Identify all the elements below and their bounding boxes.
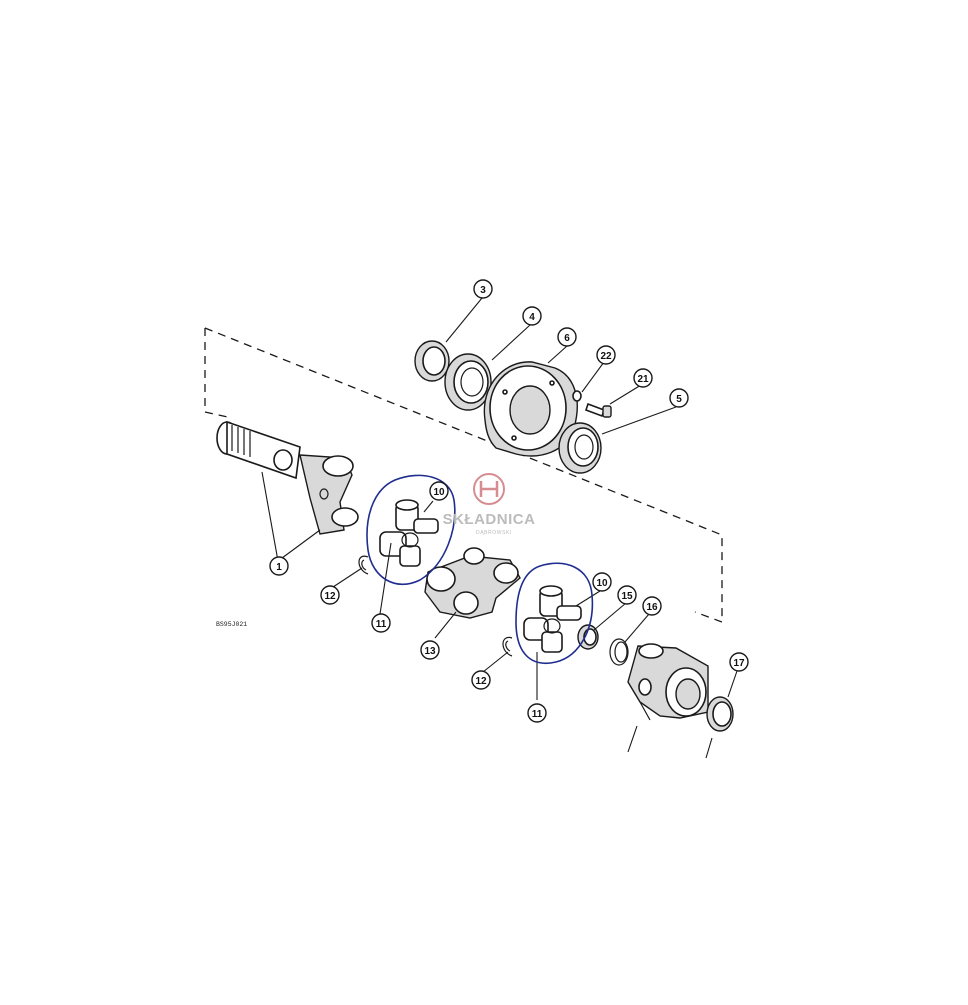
circlip-part-12-lower (502, 636, 513, 657)
callout-3-label: 3 (480, 285, 486, 296)
callout-10-upper: 10 (429, 481, 449, 501)
center-yoke-part-13 (424, 547, 521, 619)
callout-3: 3 (473, 279, 493, 299)
callout-10-lower: 10 (592, 572, 612, 592)
bolt-part-21 (584, 402, 612, 418)
callout-15-label: 15 (621, 591, 633, 602)
callout-17-label: 17 (733, 658, 745, 669)
watermark-brand-name: SKŁADNICA (443, 511, 536, 528)
circlip-part-12-upper (358, 555, 369, 575)
callout-6-label: 6 (564, 333, 570, 344)
watermark-logo (473, 473, 505, 505)
assembly-outline-dashed (204, 327, 723, 623)
callout-1-label: 1 (276, 562, 282, 573)
drawing-code: BS95J021 (216, 621, 247, 628)
callout-13-label: 13 (424, 646, 436, 657)
callout-11-lower: 11 (527, 703, 547, 723)
callout-22-label: 22 (600, 351, 612, 362)
callout-22: 22 (596, 345, 616, 365)
callout-11-lower-label: 11 (532, 709, 543, 720)
highlight-circle-right (515, 562, 594, 664)
callout-6: 6 (557, 327, 577, 347)
callout-11-upper: 11 (371, 613, 391, 633)
output-yoke (627, 643, 709, 721)
shaft-yoke-part-1 (216, 420, 359, 535)
callout-21: 21 (633, 368, 653, 388)
callout-10-lower-label: 10 (596, 578, 608, 589)
callout-12-lower: 12 (471, 670, 491, 690)
callout-21-label: 21 (637, 374, 649, 385)
callout-4: 4 (522, 306, 542, 326)
universal-cross-upper (379, 499, 439, 567)
seal-part-3 (414, 340, 450, 382)
seal-part-17 (706, 696, 734, 732)
universal-cross-lower (523, 585, 582, 653)
washer-part-22 (572, 390, 582, 402)
callout-16-label: 16 (646, 602, 658, 613)
callout-5: 5 (669, 388, 689, 408)
callout-17: 17 (729, 652, 749, 672)
callout-10-upper-label: 10 (433, 487, 445, 498)
callout-13: 13 (420, 640, 440, 660)
callout-11-upper-label: 11 (376, 619, 387, 630)
callout-5-label: 5 (676, 394, 682, 405)
bearing-part-4 (444, 353, 492, 411)
callout-12-upper: 12 (320, 585, 340, 605)
bearing-part-5 (558, 422, 602, 474)
ring-part-16 (609, 638, 629, 666)
callout-12-lower-label: 12 (475, 676, 487, 687)
callout-15: 15 (617, 585, 637, 605)
callout-1: 1 (269, 556, 289, 576)
callout-4-label: 4 (529, 312, 535, 323)
callout-16: 16 (642, 596, 662, 616)
watermark-brand-sub: DĄBROWSKI (476, 530, 512, 536)
callout-12-upper-label: 12 (324, 591, 336, 602)
